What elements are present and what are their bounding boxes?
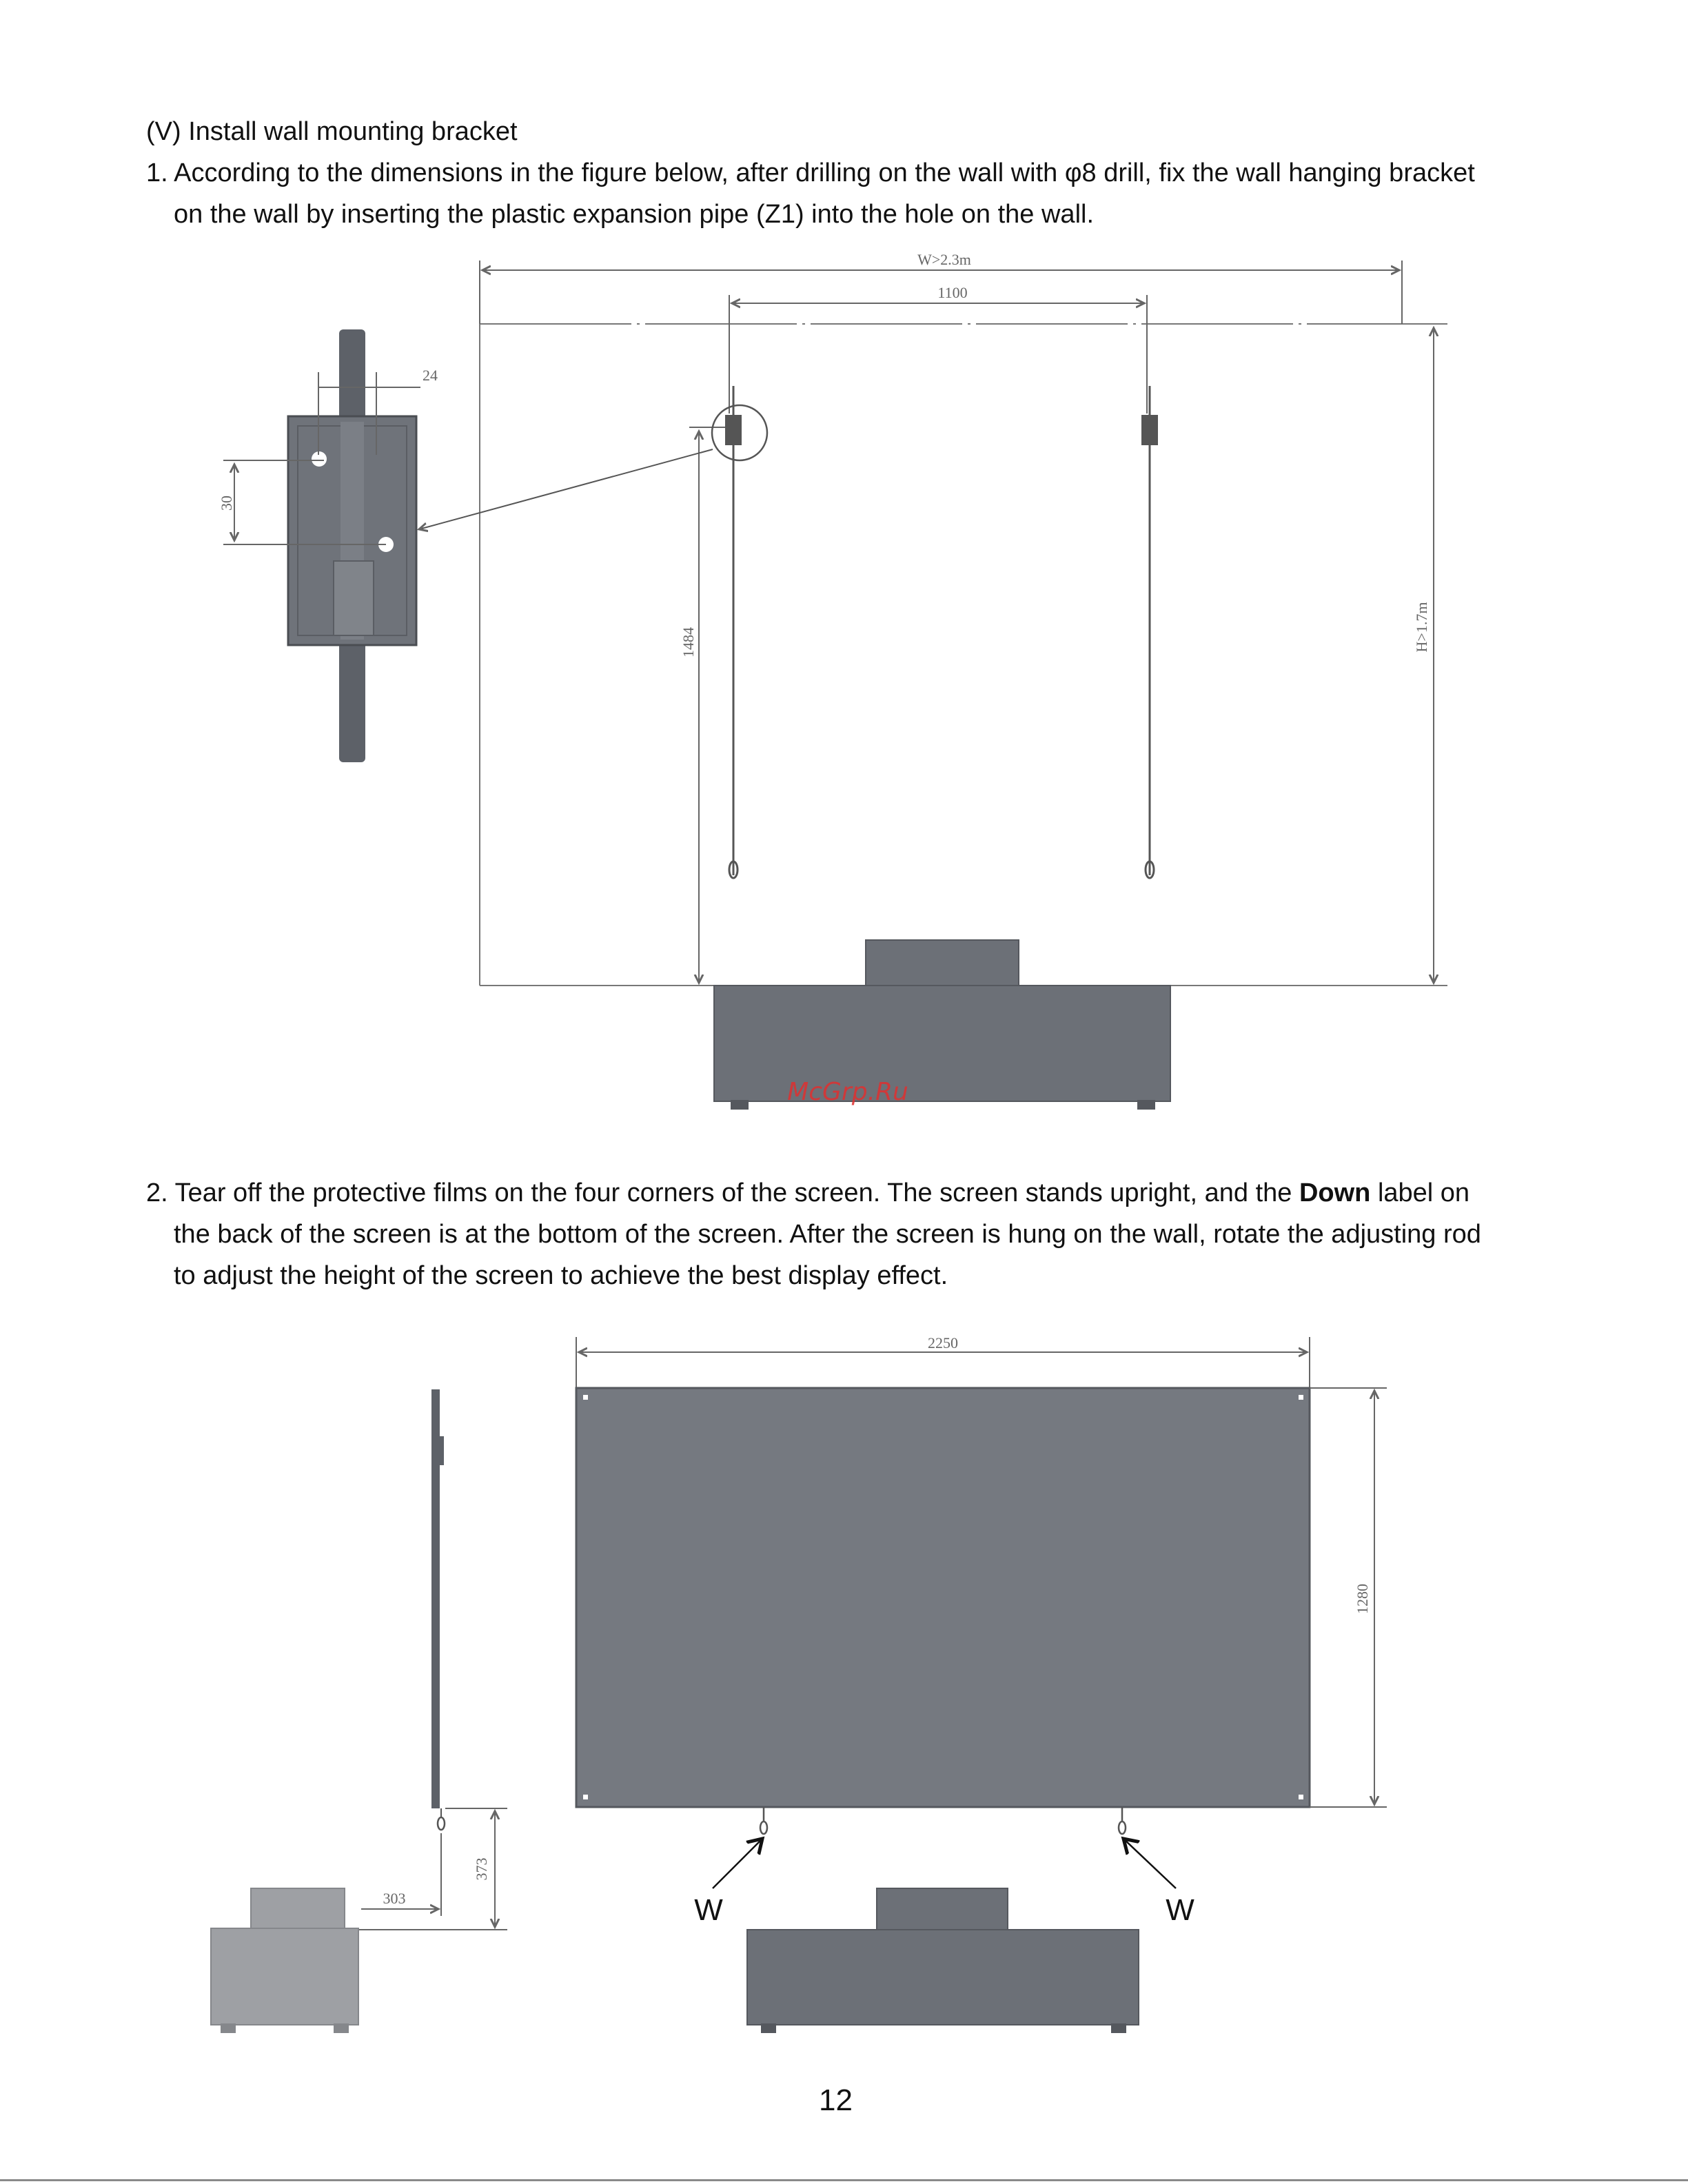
step2-line3: to adjust the height of the screen to ac… (174, 1261, 948, 1290)
bracket-width-label: 24 (423, 367, 438, 384)
step2-line1: 2. Tear off the protective films on the … (146, 1173, 1470, 1214)
distance-dimension (361, 1833, 442, 1916)
screen-width-label: 2250 (928, 1334, 958, 1351)
upper-hole (312, 451, 327, 467)
w-left-arrow (712, 1839, 762, 1889)
width-dimension (479, 261, 1403, 324)
hanger-height-label: 1484 (680, 627, 697, 657)
bracket-width-dimension (318, 372, 420, 455)
hole-spacing-label: 30 (218, 496, 235, 511)
page-number: 12 (819, 2083, 853, 2117)
step1-line2: on the wall by inserting the plastic exp… (174, 200, 1095, 229)
step2-line1-end: label on (1370, 1178, 1470, 1207)
step2-line1-start: 2. Tear off the protective films on the … (146, 1178, 1299, 1207)
right-hanger (1141, 386, 1158, 879)
distance-label: 303 (383, 1890, 406, 1907)
wall-outline (479, 323, 1447, 986)
footer-rule (0, 2179, 1688, 2181)
figure-wall-bracket: W>2.3m 1100 H>1.7m 1484 (218, 251, 1447, 1110)
spacing-label: 1100 (937, 284, 967, 301)
down-label: Down (1299, 1178, 1371, 1207)
bracket-detail (287, 329, 418, 762)
gap-height-dimension (358, 1808, 507, 1930)
section-heading: (V) Install wall mounting bracket (146, 117, 518, 146)
screen-height-dimension (1310, 1387, 1387, 1808)
step1-line1: 1. According to the dimensions in the fi… (146, 159, 1475, 187)
projector-front-2 (746, 1888, 1139, 2033)
hanger-height-dimension (689, 427, 731, 983)
w-left-label: W (694, 1893, 723, 1927)
screen-width-dimension (576, 1337, 1310, 1388)
w-right-label: W (1166, 1893, 1194, 1927)
watermark: McGrp.Ru (787, 1078, 908, 1106)
figure-screen: 2250 1280 W W (210, 1334, 1387, 2033)
spacing-dimension (729, 295, 1148, 414)
hole-spacing-dimension (223, 460, 386, 545)
screen-front (575, 1387, 1311, 1808)
w-right-arrow (1123, 1839, 1177, 1889)
step2-line2: the back of the screen is at the bottom … (174, 1220, 1481, 1249)
left-hanger (711, 386, 769, 879)
width-label: W>2.3m (917, 251, 971, 268)
projector-side-view (210, 1888, 359, 2033)
hanging-hooks (759, 1807, 1127, 1835)
gap-height-label: 373 (473, 1858, 490, 1881)
detail-leader-line (419, 449, 713, 529)
height-label: H>1.7m (1413, 602, 1430, 653)
screen-side-view (431, 1389, 446, 1831)
projector-front (713, 939, 1171, 1110)
screen-height-label: 1280 (1354, 1584, 1371, 1614)
